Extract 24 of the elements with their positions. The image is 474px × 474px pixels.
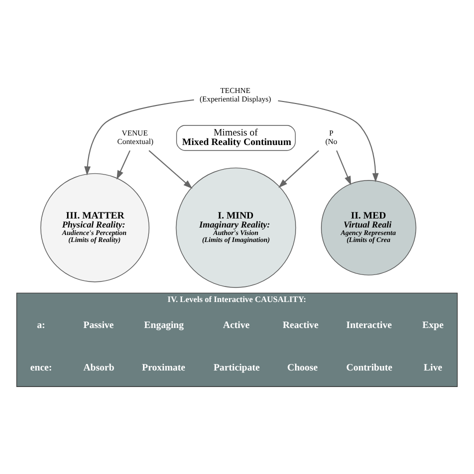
label: Contribute: [346, 362, 392, 373]
label: ence:: [30, 362, 52, 373]
label: Participate: [214, 362, 260, 373]
arrow: [336, 150, 352, 185]
node-text: P (No: [325, 128, 338, 146]
label: Expe: [422, 319, 444, 330]
label: Interactive: [346, 319, 392, 330]
node-text: TECHNE (Experiential Displays): [200, 86, 272, 104]
node-text: VENUE Contextual): [117, 128, 154, 146]
arrow: [84, 98, 194, 175]
label: Live: [424, 362, 442, 373]
node-box: Mimesis of Mixed Reality Continuum: [176, 124, 296, 150]
label: Choose: [287, 362, 318, 373]
arrow: [278, 150, 320, 188]
label: Reactive: [282, 319, 319, 330]
label: a:: [36, 319, 46, 330]
label: Engaging: [144, 319, 184, 330]
label: Proximate: [142, 362, 186, 373]
label: Active: [223, 319, 250, 330]
arrow: [116, 150, 130, 180]
label: Passive: [83, 319, 114, 330]
arrow: [278, 100, 379, 182]
arrow: [148, 150, 192, 188]
label: Absorb: [83, 362, 114, 373]
